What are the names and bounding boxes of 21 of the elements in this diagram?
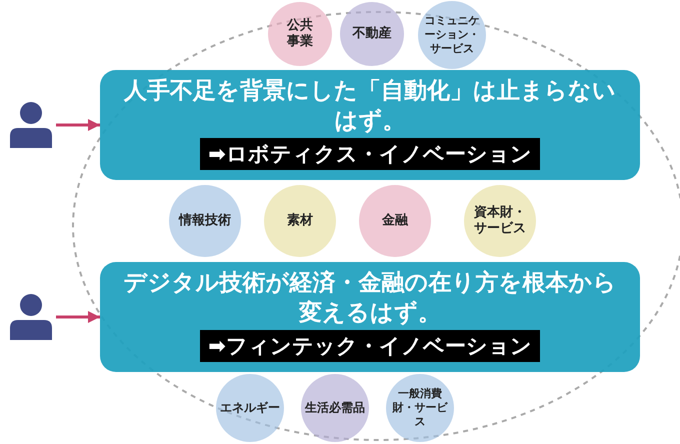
sector-label: 生活必需品 [304, 400, 366, 416]
message-text: 人手不足を背景にした「自動化」は止まらないはず。 [122, 77, 617, 136]
banner-text: ➡ロボティクス・イノベーション [200, 138, 540, 170]
person-icon [8, 102, 54, 148]
banner-text: ➡フィンテック・イノベーション [200, 330, 540, 362]
message-card [100, 70, 640, 180]
sector-label: エネルギー [219, 400, 281, 416]
person-icon [8, 294, 54, 340]
sector-label: 金融 [381, 213, 409, 229]
sector-circle [301, 374, 369, 442]
sector-label: 公共事業 [286, 18, 314, 50]
arrow [56, 311, 100, 323]
sector-label: 一般消費財・サービス [391, 387, 449, 429]
message-text: デジタル技術が経済・金融の在り方を根本から変えるはず。 [122, 269, 618, 328]
sector-label: 情報技術 [178, 213, 232, 229]
sector-label: コミュニケーション・サービス [424, 14, 480, 56]
arrow [56, 119, 100, 131]
sector-label: 資本財・サービス [473, 205, 527, 237]
message-card [100, 262, 640, 372]
sector-label: 素材 [286, 213, 314, 229]
sector-label: 不動産 [351, 26, 392, 42]
